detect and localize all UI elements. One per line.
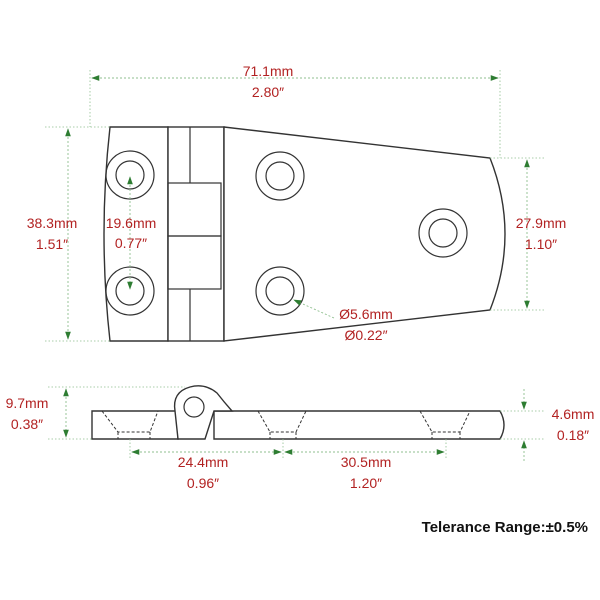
hole-diameter-leader — [293, 299, 335, 319]
offset-b-mm: 30.5mm — [341, 454, 392, 470]
side-knuckle — [173, 385, 234, 440]
left-height-in: 1.51″ — [36, 236, 68, 252]
hole-spacing-in: 0.77″ — [115, 235, 147, 251]
hinge-side-view — [91, 385, 505, 440]
hole-right-bottom — [255, 266, 305, 316]
countersink-left — [101, 410, 159, 433]
knuckle-height-in: 0.38″ — [11, 416, 43, 432]
hole-far-right — [418, 208, 468, 258]
offset-a-in: 0.96″ — [187, 475, 219, 491]
plate-thickness-mm: 4.6mm — [552, 406, 595, 422]
right-height-mm: 27.9mm — [516, 215, 567, 231]
plate-thickness-in: 0.18″ — [557, 427, 589, 443]
overall-width-mm: 71.1mm — [243, 63, 294, 79]
hinge-top-view — [103, 126, 506, 342]
left-height-mm: 38.3mm — [27, 215, 78, 231]
knuckle-segment-lower — [167, 235, 222, 290]
offset-a-mm: 24.4mm — [178, 454, 229, 470]
hole-diameter-mm: Ø5.6mm — [339, 306, 393, 322]
countersink-middle — [257, 410, 307, 433]
hole-spacing-mm: 19.6mm — [106, 215, 157, 231]
knuckle-height-mm: 9.7mm — [6, 395, 49, 411]
countersink-right — [419, 410, 471, 433]
hole-diameter-in: Ø0.22″ — [344, 327, 387, 343]
offset-b-in: 1.20″ — [350, 475, 382, 491]
knuckle-pin-hole — [183, 396, 205, 418]
hole-right-top — [255, 151, 305, 201]
left-leaf — [103, 126, 169, 342]
tolerance-note: Telerance Range:±0.5% — [422, 519, 588, 536]
overall-width-in: 2.80″ — [252, 84, 284, 100]
right-height-in: 1.10″ — [525, 236, 557, 252]
knuckle-barrel — [167, 126, 225, 342]
